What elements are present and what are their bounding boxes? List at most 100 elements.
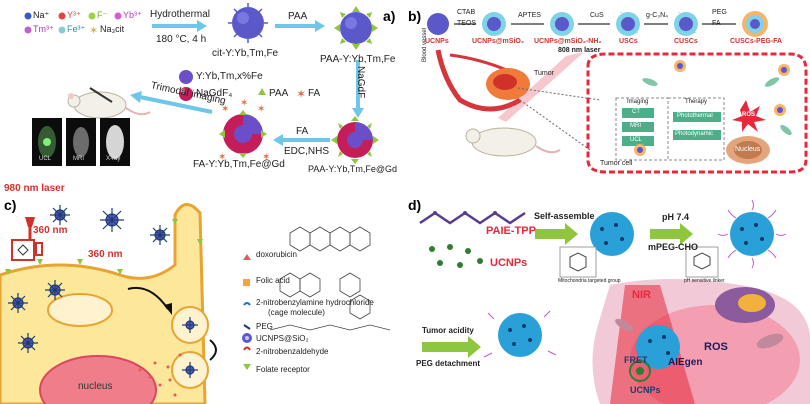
reagent-gcn: g-C₃N₄ — [646, 12, 669, 19]
imaging-ct: CT — [632, 109, 640, 115]
aiegen-label: AIEgen — [668, 357, 703, 368]
ros-label: ROS — [742, 112, 756, 118]
np4-label: PAA-Y:Yb,Tm,Fe@Gd — [308, 164, 397, 174]
panel-a-graphic: ✶ — [24, 3, 379, 166]
legend-paa: PAA — [269, 88, 289, 99]
img-label-mri: MRI — [73, 156, 84, 162]
tumor-cell-label: Tumor cell — [600, 160, 633, 167]
legend-yb: Yb³⁺ — [123, 10, 142, 20]
panel-d-graphic — [419, 199, 810, 404]
legend-nitrobenzaldehyde: 2-nitrobenzaldehyde — [256, 347, 329, 356]
legend-y: Y³⁺ — [67, 10, 81, 20]
panel-c-label: c) — [4, 197, 17, 213]
nucleus-label: Nucleus — [735, 146, 761, 153]
tumor-label: Tumor — [534, 70, 554, 77]
svg-text:·: · — [694, 30, 696, 36]
legend-folate-receptor: Folate receptor — [256, 365, 310, 374]
stage-uscs: USCs — [619, 38, 638, 45]
panel-b: b) · · · · — [408, 0, 810, 175]
legend-folic-acid: Folic acid — [256, 276, 290, 285]
reagent-ctab: CTAB TEOS — [457, 9, 477, 27]
np2-label: PAA-Y:Yb,Tm,Fe — [320, 54, 396, 65]
legend-ucnps: UCNPS@SiO₂ — [256, 334, 309, 343]
svg-text:✶: ✶ — [89, 25, 98, 37]
panel-d: d) — [408, 185, 810, 404]
svg-text:✶: ✶ — [262, 152, 270, 163]
step1-bottom-label: 180 °C, 4 h — [156, 34, 207, 45]
mito-label: Mitochondria targeted group — [558, 278, 621, 284]
ph-label: pH 7.4 — [662, 212, 690, 222]
panel-c-graphic — [0, 203, 391, 404]
reagent-aptes: APTES — [518, 12, 541, 19]
np1-sphere — [228, 3, 268, 43]
stage-cuscs-peg-fa: CUSCs-PEG-FA — [730, 38, 783, 45]
svg-text:✶: ✶ — [257, 104, 265, 115]
laser-label: 808 nm laser — [558, 47, 601, 54]
legend-cage: (cage molecule) — [268, 308, 325, 317]
polymer-label: PAIE-TPP — [486, 225, 536, 237]
therapy-photodynamic: Photodynamic — [675, 131, 714, 137]
stage-msio2: UCNPs@mSiO₂ — [472, 38, 524, 45]
panel-a-label: a) — [383, 8, 396, 24]
step4-bottom-label: EDC,NHS — [284, 146, 330, 157]
legend-fa: FA — [308, 88, 321, 99]
laser-label-c: 980 nm laser — [4, 183, 65, 194]
legend-shell: NaGdF₄ — [196, 88, 233, 99]
svg-text:✶: ✶ — [296, 87, 306, 101]
reagent-cus: CuS — [590, 12, 604, 19]
np4-sphere — [331, 116, 379, 164]
stage-ucnps: UCNPs — [425, 38, 449, 45]
panel-b-graphic: · · · · — [427, 10, 808, 174]
svg-text:·: · — [620, 10, 622, 16]
nm2-label: 360 nm — [88, 249, 123, 260]
np3-sphere: ✶ ✶ ✶ ✶ ✶ — [218, 98, 270, 163]
micelle-2 — [717, 199, 787, 269]
legend-nitrobenzylamine: 2-nitrobenzylamine hydrochloride — [256, 298, 374, 307]
step4-top-label: FA — [296, 126, 309, 137]
nm1-label: 360 nm — [33, 225, 68, 236]
mpeg-label: mPEG-CHO — [648, 242, 699, 252]
ros-label-d: ROS — [704, 341, 728, 353]
imaging-mri: MRI — [630, 123, 641, 129]
micelle-1 — [590, 212, 634, 256]
imaging-ucl: UCL — [630, 137, 643, 143]
legend-doxorubicin: doxorubicin — [256, 250, 297, 259]
reagent-peg: PEG FA — [712, 9, 727, 27]
legend-cit: Na₃cit — [100, 24, 125, 34]
nucleus-label-c: nucleus — [78, 381, 113, 392]
svg-text:✶: ✶ — [218, 152, 226, 163]
acidity-label: Tumor acidity — [422, 326, 474, 335]
img-label-ucl: UCL — [39, 156, 52, 162]
stage-cuscs: CUSCs — [674, 38, 698, 45]
ucnps-label: UCNPs — [490, 257, 528, 269]
legend-fe: Fe³⁺ — [67, 24, 86, 34]
legend-core: Y:Yb,Tm,x%Fe — [196, 71, 263, 82]
detach-label: PEG detachment — [416, 359, 481, 368]
step1-top-label: Hydrothermal — [150, 9, 211, 20]
legend-f: F⁻ — [97, 10, 108, 20]
np3-label: FA-Y:Yb,Tm,Fe@Gd — [193, 159, 285, 170]
stage-nh2: UCNPs@mSiO₂-NH₂ — [534, 38, 602, 45]
legend-na: Na⁺ — [33, 10, 50, 20]
panel-c: c) — [0, 183, 400, 404]
step2-label: PAA — [288, 11, 308, 22]
fret-label: FRET — [624, 355, 648, 365]
legend-peg: PEG — [256, 322, 273, 331]
panel-a: a) ✶ — [0, 0, 400, 175]
ucnps2-label: UCNPs — [630, 385, 661, 395]
ph-linker-label: pH sensitive linker — [684, 278, 725, 284]
blood-vessel-label: Blood vessel — [422, 27, 428, 62]
np1-label: cit-Y:Yb,Tm,Fe — [212, 48, 279, 59]
img-label-xray: X-ray — [106, 156, 121, 162]
svg-text:·: · — [636, 30, 638, 36]
imaging-head: Imaging — [627, 99, 649, 105]
self-assemble-label: Self-assemble — [534, 211, 595, 221]
np2-sphere — [334, 6, 378, 50]
therapy-photothermal: Photothermal — [677, 113, 713, 119]
svg-text:✶: ✶ — [240, 98, 248, 109]
svg-text:✶: ✶ — [221, 104, 229, 115]
panel-b-label: b) — [408, 8, 422, 24]
micelle-3 — [483, 310, 557, 358]
nir-label: NIR — [632, 289, 651, 301]
svg-text:·: · — [678, 10, 680, 16]
